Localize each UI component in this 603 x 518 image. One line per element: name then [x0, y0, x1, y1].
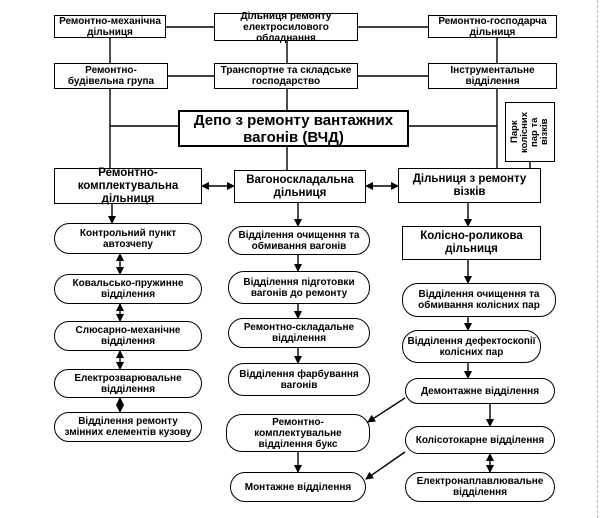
node-demt: Демонтажне відділення [405, 378, 555, 404]
node-buks: Ремонтно-комплектувальне відділення букс [226, 414, 370, 452]
arrow-kolt-mont [365, 451, 406, 480]
arrow-demt-buks [367, 397, 406, 423]
node-zmin: Відділення ремонту змінних елементів куз… [54, 412, 202, 442]
node-elec: Дільниця ремонту електросилового обладна… [214, 11, 358, 44]
node-kolr: Колісно-роликова дільниця [402, 226, 541, 260]
node-kolt: Колісотокарне відділення [405, 426, 555, 454]
node-mech: Ремонтно-механічна дільниця [54, 15, 166, 38]
node-bud: Ремонтно-будівельна група [54, 63, 168, 89]
node-gosp: Ремонтно-господарча дільниця [428, 15, 557, 38]
node-kontr: Контрольний пункт автозчепу [54, 223, 202, 254]
node-trans: Транспортне та складське господарство [214, 63, 358, 89]
node-farb: Відділення фарбування вагонів [228, 363, 370, 396]
node-elnp: Електронаплавлювальне відділення [405, 472, 555, 502]
node-instr: Інструментальне відділення [428, 63, 557, 89]
node-pidg: Відділення підготовки вагонів до ремонту [228, 271, 370, 304]
node-komp: Ремонтно-комплектувальна дільниця [54, 167, 202, 205]
page-edge-guide [597, 0, 598, 518]
node-mont: Монтажне відділення [230, 472, 366, 502]
node-park: Парк колісних пар та візків [505, 102, 555, 162]
node-vagon: Вагоноскладальна дільниця [234, 170, 366, 203]
node-ochk: Відділення очищення та обмивання колісни… [402, 283, 556, 317]
node-ochv: Відділення очищення та обмивання вагонів [228, 226, 370, 255]
node-koval: Ковальсько-пружинне відділення [54, 274, 202, 304]
node-depot: Депо з ремонту вантажних вагонів (ВЧД) [178, 110, 409, 147]
node-elzv: Електрозварювальне відділення [54, 369, 202, 398]
node-vizk: Дільниця з ремонту візків [398, 168, 541, 203]
node-sklad: Ремонтно-складальне відділення [228, 318, 370, 348]
node-slus: Слюсарно-механічне відділення [54, 321, 202, 351]
node-defk: Відділення дефектоскопії колісних пар [402, 330, 541, 363]
